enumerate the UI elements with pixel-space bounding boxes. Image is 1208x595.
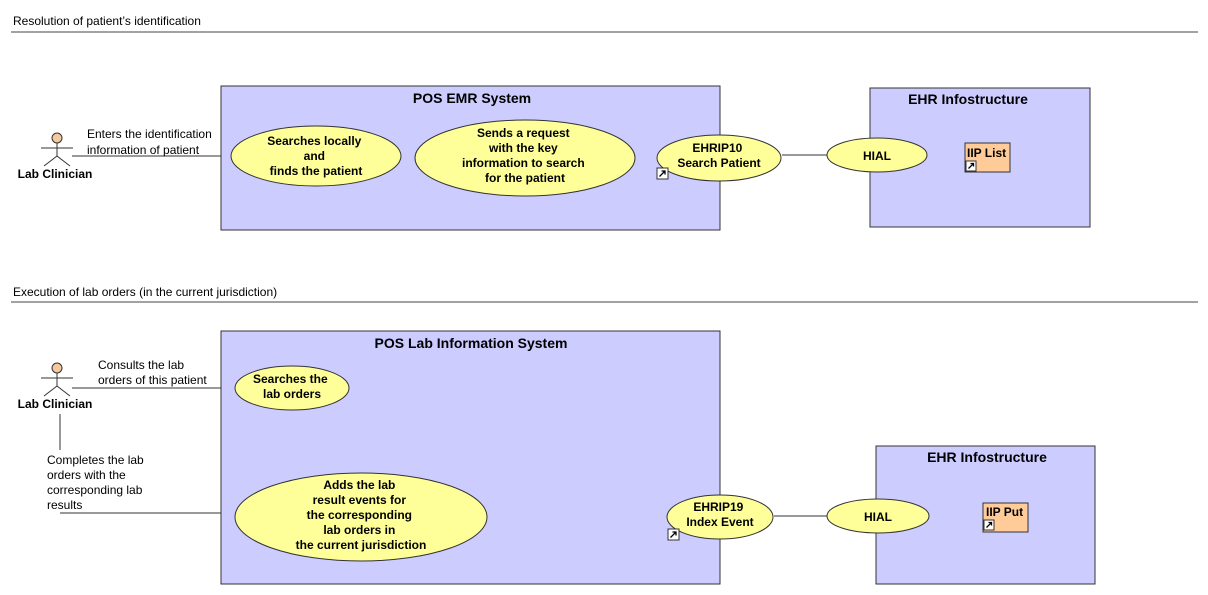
section-title-identification: Resolution of patient’s identification: [13, 14, 201, 28]
use-case-label: Searches the lab orders: [253, 372, 331, 401]
use-case-ehrip19[interactable]: [666, 494, 774, 540]
use-case-label: EHRIP10 Search Patient: [677, 141, 760, 170]
use-case-label: Adds the lab result events for the corre…: [296, 478, 427, 552]
use-case-ehrip10[interactable]: [656, 134, 782, 182]
system-title-ehr-1: EHR Infostructure: [908, 91, 1028, 107]
link-arrow-icon[interactable]: [983, 519, 995, 531]
actor-label: Lab Clinician: [18, 397, 93, 411]
use-case-label: Searches locally and finds the patient: [267, 134, 364, 178]
actor-label: Lab Clinician: [18, 167, 93, 181]
use-case-hial-1[interactable]: [826, 137, 928, 173]
link-arrow-icon[interactable]: [656, 167, 669, 180]
link-arrow-icon[interactable]: [667, 528, 680, 541]
component-label: IIP Put: [986, 505, 1023, 519]
section-title-lab-orders: Execution of lab orders (in the current …: [13, 285, 277, 299]
association-label: Consults the lab orders of this patient: [98, 358, 207, 387]
system-title-pos-emr: POS EMR System: [413, 90, 531, 106]
use-case-search-lab-orders[interactable]: [234, 365, 350, 411]
actor-lab-clinician-1: [41, 132, 73, 167]
use-case-label: EHRIP19 Index Event: [686, 500, 753, 529]
use-case-search-locally[interactable]: [230, 125, 402, 187]
link-arrow-icon[interactable]: [965, 160, 977, 172]
system-title-pos-lab: POS Lab Information System: [375, 335, 568, 351]
use-case-add-lab-results[interactable]: [234, 472, 488, 562]
actor-lab-clinician-2: [41, 362, 73, 397]
use-case-hial-2[interactable]: [826, 498, 930, 534]
use-case-label: Sends a request with the key information…: [462, 126, 588, 185]
use-case-send-request[interactable]: [414, 119, 636, 197]
association-label: Enters the identification information of…: [87, 127, 215, 157]
use-case-label: HIAL: [863, 149, 891, 163]
component-label: IIP List: [967, 146, 1006, 160]
association-label: Completes the lab orders with the corres…: [47, 453, 147, 512]
use-case-label: HIAL: [864, 510, 892, 524]
system-title-ehr-2: EHR Infostructure: [927, 449, 1047, 465]
